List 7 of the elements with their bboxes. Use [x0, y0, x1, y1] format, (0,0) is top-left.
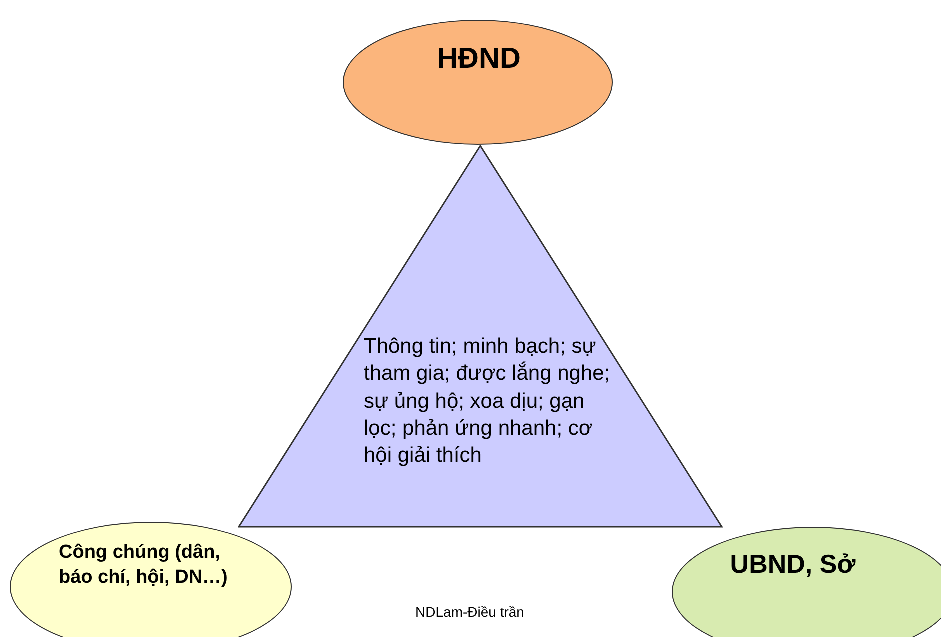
footer-note: NDLam-Điều trần: [414, 604, 526, 620]
node-text: HĐND: [436, 42, 522, 77]
triangle-node: [238, 145, 723, 528]
oval-node: [672, 527, 941, 637]
node-text: UBND, Sở: [729, 548, 857, 581]
node-text: Thông tin; minh bạch; sự tham gia; được lắng nghe; sự ủng hộ; xoa dịu; gạn lọc; phản ứng nhanh; cơ hội giải thích: [364, 334, 612, 470]
node-text: Công chúng (dân, báo chí, hội, DN…): [59, 541, 229, 590]
